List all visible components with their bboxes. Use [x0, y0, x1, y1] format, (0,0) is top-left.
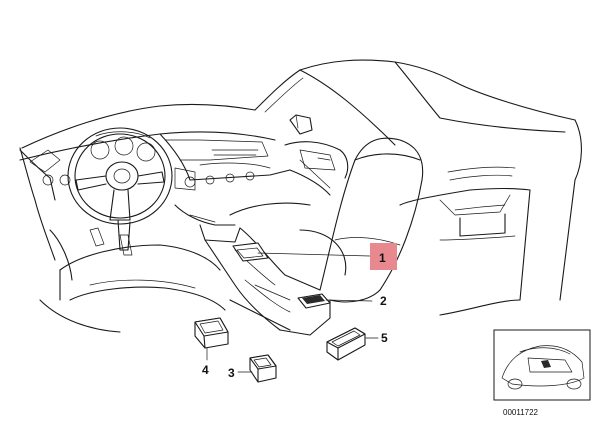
leader-lines — [206, 252, 379, 373]
callout-4: 4 — [202, 363, 209, 377]
callout-1: 1 — [379, 251, 386, 265]
reference-number: 00011722 — [503, 408, 539, 417]
part-2-rear-tray — [297, 293, 331, 309]
part-1-console-insert — [232, 242, 269, 262]
door-trim — [284, 141, 349, 196]
windshield-frame — [21, 69, 396, 149]
part-3-tray — [249, 354, 277, 383]
callout-2: 2 — [380, 294, 387, 308]
vehicle-thumbnail — [493, 329, 591, 401]
part-4-tray — [194, 317, 229, 349]
door-panel — [299, 59, 582, 316]
dashboard — [19, 131, 291, 261]
part-5-tray — [326, 327, 366, 361]
callout-1-highlight — [370, 243, 397, 270]
pedals — [49, 219, 133, 281]
callout-5: 5 — [381, 331, 388, 345]
center-console — [174, 204, 331, 336]
seat-front — [319, 137, 424, 303]
callout-3: 3 — [228, 366, 235, 380]
seat-cushions — [39, 202, 347, 333]
steering-wheel — [67, 127, 173, 225]
